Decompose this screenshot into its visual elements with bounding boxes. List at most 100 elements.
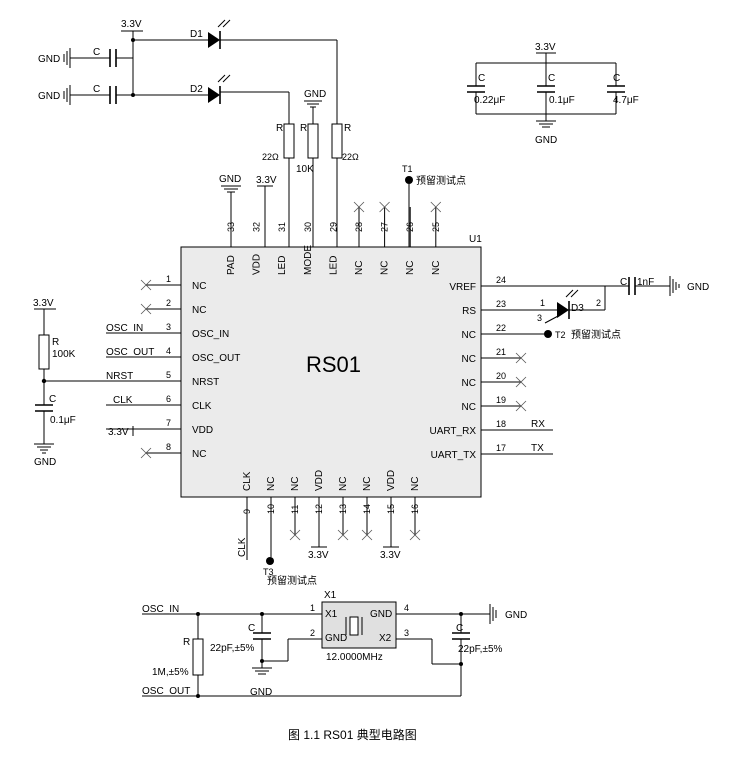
pin-number: 5 [166,370,171,380]
net-clk-bottom: CLK [237,537,248,557]
pin-number: 24 [496,275,506,285]
r-nrst-value: 100K [52,349,76,360]
xtal-p1: 1 [310,603,315,613]
xtal-gnd2: GND [325,633,347,644]
pin-number: 18 [496,419,506,429]
led-d1-d2-circuit: 3.3V D1 C GND D2 C [38,19,337,105]
r-mode-label: R [300,123,307,134]
pin-label: VDD [386,470,397,491]
pin-number: 12 [314,504,324,514]
pin-label: UART_TX [431,450,477,461]
gnd-mode: GND [304,89,326,100]
pin-number: 26 [405,222,415,232]
pin-label: RS [462,306,476,317]
pin-label: NC [266,477,277,491]
c-xr-value: 22pF,±5% [458,644,503,655]
pin-label: NC [192,281,206,292]
net-vdd-left: 3.3V [108,427,129,438]
c-dec3-value: 4.7μF [613,95,639,106]
pin-number: 9 [242,509,252,514]
pin-label: NC [462,378,476,389]
pin-label: NC [462,402,476,413]
net-nrst: NRST [106,371,133,382]
led-resistors: R 22Ω GND R 10K R 22Ω [262,40,359,247]
resistor-mode [307,123,319,159]
c-dec2-label: C [548,73,555,84]
pin-label: LED [277,256,288,275]
c-d2-label: C [93,84,100,95]
v33-12: 3.3V [308,550,329,561]
pin-label: LED [328,256,339,275]
c-xl-label: C [248,623,255,634]
xtal-osc-in: OSC_IN [142,604,179,615]
t2-label: T2 [555,330,566,340]
c-vref-value: 1nF [637,277,654,288]
t1-label: T1 [402,164,413,174]
d2-label: D2 [190,84,203,95]
d3-label: D3 [571,303,584,314]
pin-label: NC [462,330,476,341]
v33-15: 3.3V [380,550,401,561]
c-dec2-value: 0.1μF [549,95,575,106]
pin-label: NC [354,261,365,275]
pin-number: 10 [266,504,276,514]
figure-caption: 图 1.1 RS01 典型电路图 [288,727,417,742]
xtal-x2: X2 [379,633,392,644]
test-point-t2: T2 预留测试点 [521,328,621,341]
c-vref-label: C [620,277,627,288]
pin-label: NC [410,477,421,491]
v33-nrst: 3.3V [33,298,54,309]
resistor-led2 [331,123,343,159]
gnd-d1: GND [38,54,60,65]
pin-label: CLK [242,471,253,491]
top-pins: 33PAD32VDD31LED30MODE29LED28NC27NC26NC25… [226,201,442,275]
test-point-t3: T3 预留测试点 [263,557,317,587]
pin-number: 6 [166,394,171,404]
xtal-value: 12.0000MHz [326,652,383,663]
pin-number: 31 [277,222,287,232]
pin-label: OSC_OUT [192,353,240,364]
c-dec1-value: 0.22μF [474,95,505,106]
pin-number: 16 [410,504,420,514]
c-xl-value: 22pF,±5% [210,643,255,654]
pin-number: 23 [496,299,506,309]
test-point-t1: T1 预留测试点 [402,164,466,247]
pin-number: 20 [496,371,506,381]
pin-number: 29 [328,222,338,232]
pin-number: 7 [166,418,171,428]
pin-number: 25 [431,222,441,232]
t2-text: 预留测试点 [571,328,621,341]
resistor-led1 [283,123,295,159]
pin-number: 14 [362,504,372,514]
c-nrst-label: C [49,394,56,405]
c-dec1-label: C [478,73,485,84]
t3-label: T3 [263,567,274,577]
d1-label: D1 [190,29,203,40]
t1-text: 预留测试点 [416,174,466,187]
c-xr-label: C [456,623,463,634]
pin-number: 8 [166,442,171,452]
v33-top-pin: 3.3V [256,175,277,186]
net-osc-out: OSC_OUT [106,347,154,358]
chip-ref: U1 [469,234,482,245]
v33-decap: 3.3V [535,42,556,53]
gnd-pad: GND [219,174,241,185]
d3-pin3: 3 [537,313,542,323]
pin-number: 4 [166,346,171,356]
pin-label: NC [338,477,349,491]
led-d3: D3 1 2 3 [521,286,606,324]
pin-label: NC [192,305,206,316]
pin-label: CLK [192,401,212,412]
pin-label: VDD [314,470,325,491]
pin-number: 15 [386,504,396,514]
xtal-ref: X1 [324,590,337,601]
pin-number: 32 [252,222,262,232]
pin-number: 22 [496,323,506,333]
pin-number: 3 [166,322,171,332]
r-mode-value: 10K [296,164,314,175]
right-pins: 24VREF23RS22NC21NC20NC19NC18UART_RX17UAR… [430,275,553,461]
pin-number: 19 [496,395,506,405]
